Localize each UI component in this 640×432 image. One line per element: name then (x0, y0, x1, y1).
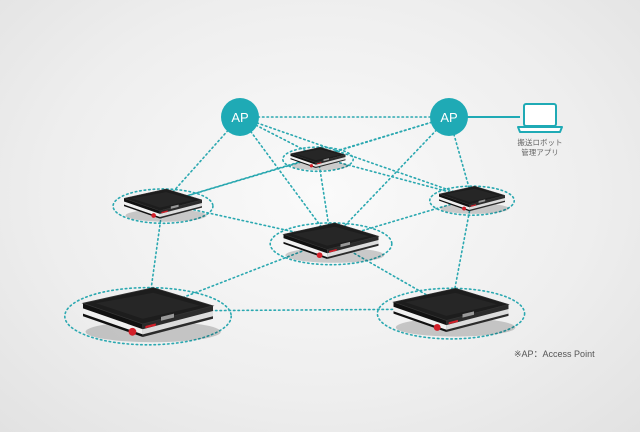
laptop-icon (517, 103, 563, 133)
network-link (239, 116, 473, 199)
network-link (239, 116, 332, 241)
footnote: ※AP：Access Point (514, 349, 595, 359)
robots-layer (81, 146, 516, 343)
robot-halo (112, 188, 214, 225)
robot-halo (281, 146, 354, 173)
robot-halo (428, 185, 516, 216)
ap-right-label: AP (440, 110, 457, 125)
app-label-line2: 管理アプリ (521, 147, 559, 157)
network-link (162, 156, 319, 204)
robot-halo (64, 286, 232, 346)
robot-halos (64, 146, 526, 346)
access-point-left: AP (221, 98, 259, 136)
robot-bottom-left (81, 287, 221, 343)
ap-left-label: AP (231, 110, 248, 125)
robot-bottom-right (392, 287, 516, 337)
robot-mid-right (438, 185, 509, 214)
network-link (162, 116, 241, 204)
robot-mid-left (123, 188, 207, 222)
network-link (330, 116, 450, 241)
app-label-line1: 搬送ロボット (518, 137, 563, 147)
robot-top-center (289, 146, 349, 171)
robot-halo (269, 222, 393, 266)
network-link (317, 156, 473, 199)
access-point-right: AP (430, 98, 468, 136)
robot-halo (376, 287, 526, 340)
robot-center (282, 222, 385, 263)
